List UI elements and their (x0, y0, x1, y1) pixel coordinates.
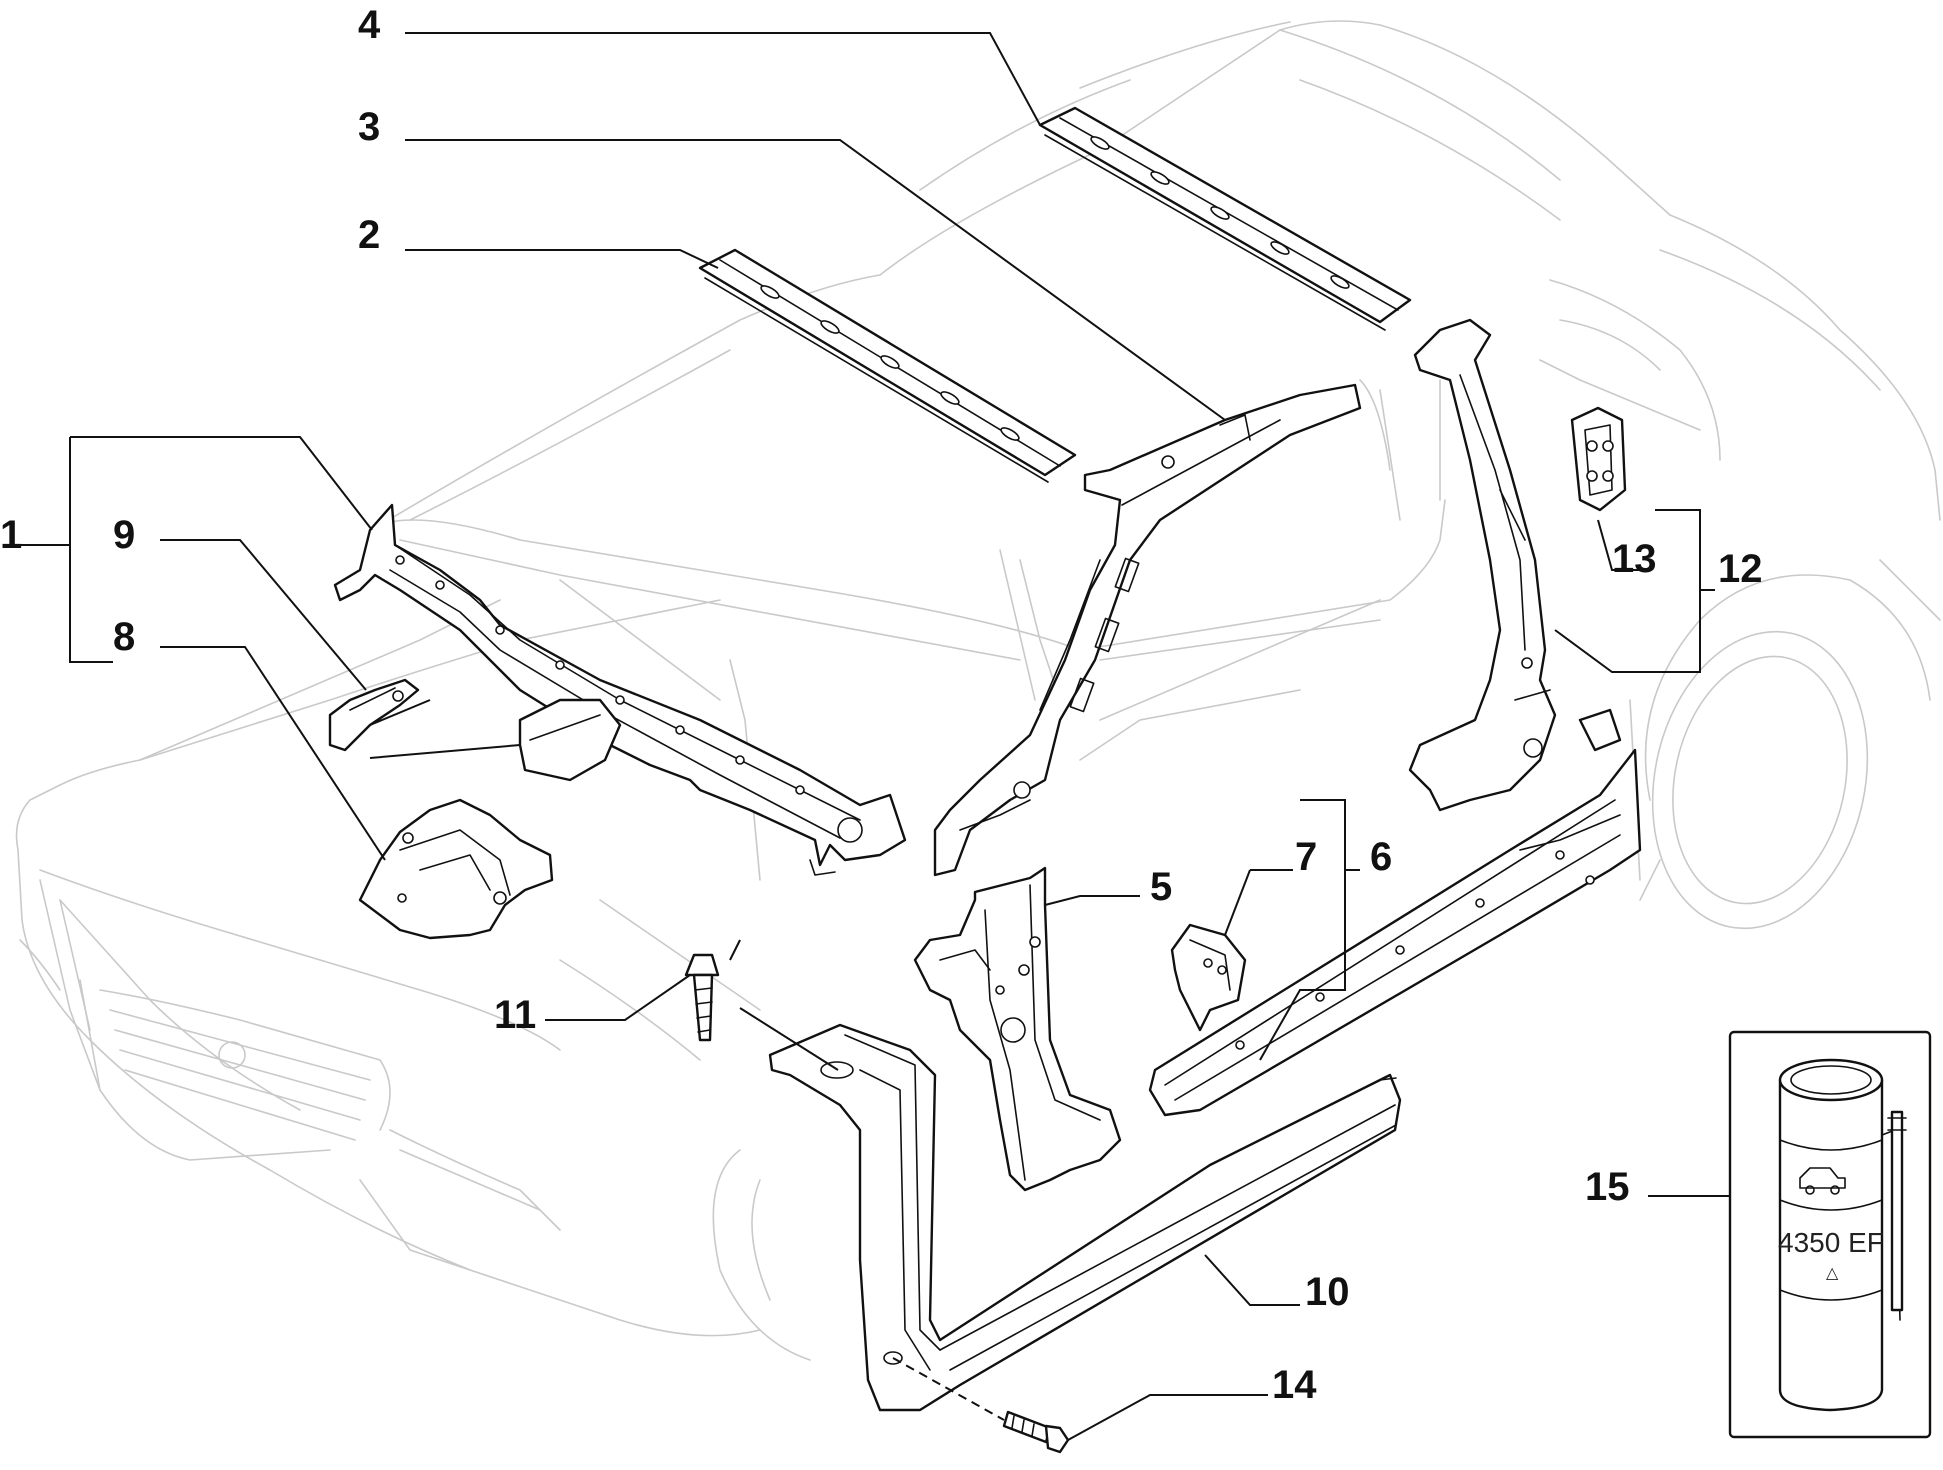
part-10-outer-sill (768, 1023, 1402, 1412)
callout-15: 15 (1585, 1165, 1630, 1209)
part-9-bracket (328, 678, 622, 782)
callout-4: 4 (358, 3, 381, 47)
callout-12: 12 (1718, 547, 1763, 591)
part-13-bracket (1570, 406, 1627, 512)
part-14-bolt (1002, 1410, 1070, 1454)
part-6-inner-sill (1148, 708, 1642, 1117)
callout-2: 2 (358, 213, 380, 257)
part-15-sealant-can: 4350 EF △ (1728, 1030, 1932, 1439)
part-8-heat-shield (358, 798, 554, 940)
car-body-outline (15, 20, 1941, 1361)
callout-7: 7 (1295, 835, 1317, 879)
callout-labels: 4 3 2 1 9 8 11 5 7 6 13 12 10 14 15 (0, 3, 1763, 1407)
part-2-front-roof-crossmember (698, 248, 1077, 483)
callout-9: 9 (113, 513, 135, 557)
part-4-rear-roof-crossmember (1038, 106, 1412, 331)
callout-8: 8 (113, 615, 135, 659)
part-3-a-pillar (933, 383, 1362, 877)
can-warning-symbol: △ (1826, 1263, 1839, 1282)
callout-14: 14 (1272, 1363, 1317, 1407)
part-1-cowl-crossmember (333, 503, 907, 876)
part-5-inner-side-panel (913, 866, 1122, 1192)
callout-3: 3 (358, 105, 380, 149)
part-7-bracket (1170, 923, 1247, 1032)
callout-10: 10 (1305, 1270, 1350, 1314)
part-12-b-pillar (1408, 318, 1557, 812)
can-code-label: 4350 EF (1778, 1227, 1884, 1258)
callout-1: 1 (0, 513, 22, 557)
callout-5: 5 (1150, 865, 1172, 909)
callout-13: 13 (1612, 537, 1657, 581)
leader-lines (20, 32, 1730, 1441)
part-11-bolt (684, 953, 720, 1042)
callout-11: 11 (494, 993, 536, 1037)
callout-6: 6 (1370, 835, 1392, 879)
